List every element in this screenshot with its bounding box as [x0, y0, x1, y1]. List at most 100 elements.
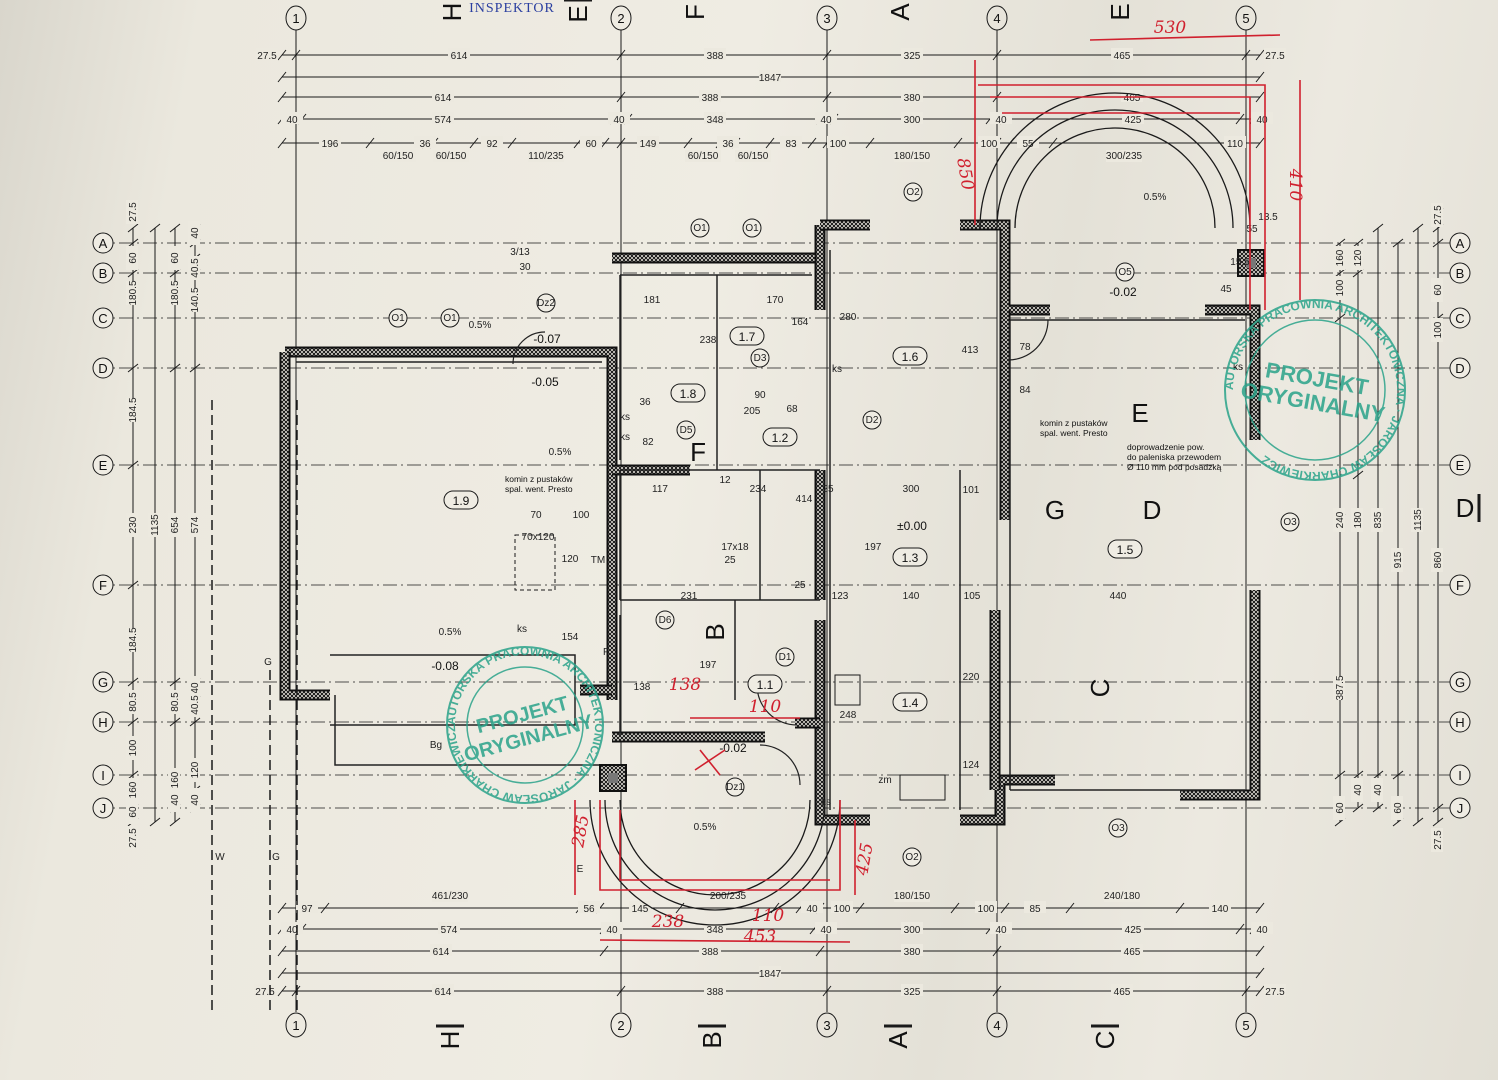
grid-row-label: E — [99, 458, 108, 473]
dimension-tick — [616, 91, 626, 103]
dimension-tick — [1000, 902, 1010, 914]
door-symbol — [750, 348, 770, 368]
dimension-label-bg — [1333, 508, 1345, 532]
dimension-tick — [599, 945, 609, 957]
dimension-label: 915 — [1393, 551, 1404, 568]
dimension-label: 325 — [904, 51, 921, 62]
chimney-flue — [608, 773, 618, 783]
interior-dimension: 123 — [832, 591, 849, 602]
note-chimney: komin z pustaków — [505, 474, 573, 484]
section-mark-letter: E — [1131, 398, 1148, 428]
red-annotation: 530 — [1154, 18, 1187, 38]
wall-hatch — [960, 221, 1050, 314]
dimension-label: 380 — [904, 93, 921, 104]
dimension-label-bg — [430, 944, 452, 956]
dimension-label-bg — [1104, 890, 1140, 902]
dimension-label: 387.5 — [1335, 675, 1346, 700]
dimension-tick — [127, 580, 139, 590]
dimension-label-bg — [528, 150, 564, 162]
section-mark-top: E — [563, 0, 593, 23]
dimension-label: 40 — [606, 925, 618, 936]
dimension-label-bg — [901, 984, 923, 996]
dimension-tick — [855, 902, 865, 914]
door-symbol — [775, 647, 795, 667]
section-mark-top-letter: E — [1105, 3, 1135, 20]
dimension-tick — [1334, 770, 1346, 780]
dimension-label: 27.5 — [255, 987, 275, 998]
dimension-label: 160 — [128, 781, 139, 798]
window-label: O3 — [1283, 517, 1297, 528]
section-mark-top: H — [437, 3, 467, 22]
dimension-label-bg — [901, 90, 923, 102]
dimension-label: 40 — [820, 115, 832, 126]
dimension-label-bg — [188, 693, 200, 717]
door-symbol — [862, 410, 882, 430]
red-markup-line — [599, 939, 851, 943]
dimension-label: 614 — [451, 51, 468, 62]
dimension-label-bg — [126, 200, 138, 224]
dimension-label-bg — [168, 788, 180, 812]
dimension-label: 100 — [1433, 321, 1444, 338]
dimension-tick — [950, 902, 960, 914]
dimension-label: 465 — [1114, 987, 1131, 998]
section-mark-top-letter: E — [563, 5, 593, 22]
grid-row-label: G — [1455, 675, 1465, 690]
terrace-arch — [979, 92, 1251, 229]
dimension-label-bg — [432, 90, 454, 102]
grid-bubble — [1449, 574, 1471, 596]
window-label: O3 — [1111, 823, 1125, 834]
dimension-label-stacked: 200/235 — [710, 891, 747, 902]
dimension-label: 184.5 — [128, 627, 139, 652]
interior-dimension: 0.5% — [469, 320, 492, 331]
dimension-tick — [1065, 902, 1075, 914]
dimension-tick — [277, 137, 287, 149]
door-label: D2 — [866, 415, 879, 426]
dimension-label-stacked: 180/150 — [894, 151, 931, 162]
dimension-tick — [1255, 985, 1265, 997]
dimension-label-bg — [126, 281, 138, 305]
interior-dimension: 25 — [822, 484, 834, 495]
note-chimney: komin z pustaków — [1040, 418, 1108, 428]
symbol-label: ks — [821, 797, 831, 808]
window-symbol — [690, 218, 710, 238]
dimension-tick — [807, 137, 817, 149]
dimension-label-bg — [168, 768, 180, 792]
grid-bubble — [816, 1012, 838, 1038]
room-number: 1.6 — [902, 350, 919, 364]
grid-bubble — [1449, 711, 1471, 733]
dimension-label: 388 — [702, 947, 719, 958]
dimension-label: 160 — [1335, 249, 1346, 266]
dimension-label-bg — [1106, 150, 1142, 162]
red-annotation: 850 — [952, 156, 977, 192]
dimension-label-bg — [481, 136, 503, 148]
dimension-tick — [291, 49, 301, 61]
dimension-label-bg — [1264, 48, 1286, 60]
dimension-tick — [277, 902, 287, 914]
dimension-label: 110 — [1227, 139, 1243, 150]
dimension-label: 27.5 — [1265, 987, 1285, 998]
kitchen-sink — [899, 774, 946, 801]
dimension-label: 425 — [1125, 925, 1142, 936]
interior-dimension: 68 — [786, 404, 798, 415]
red-markup-line — [619, 810, 830, 881]
dimension-label-bg — [801, 901, 823, 913]
dimension-tick — [127, 238, 139, 248]
wall — [279, 352, 330, 701]
dimension-tick — [992, 49, 1002, 61]
interior-dimension: 0.5% — [694, 822, 717, 833]
section-mark-right-letter: D — [1456, 493, 1475, 523]
dimension-label: 80.5 — [170, 692, 181, 712]
grid-bubble — [1449, 671, 1471, 693]
door-label: D3 — [754, 353, 767, 364]
dimension-label-bg — [168, 281, 180, 305]
dimension-label-bg — [1333, 796, 1345, 820]
interior-dimension: 164 — [792, 317, 809, 328]
note-fireplace: do paleniska przewodem — [1127, 452, 1221, 462]
dimension-label-bg — [578, 901, 600, 913]
grid-row-label: J — [1457, 801, 1464, 816]
window-symbol — [902, 847, 922, 867]
door-label: D6 — [659, 615, 672, 626]
dimension-tick — [616, 49, 626, 61]
room-tag — [892, 547, 928, 567]
dimension-tick — [169, 717, 181, 727]
